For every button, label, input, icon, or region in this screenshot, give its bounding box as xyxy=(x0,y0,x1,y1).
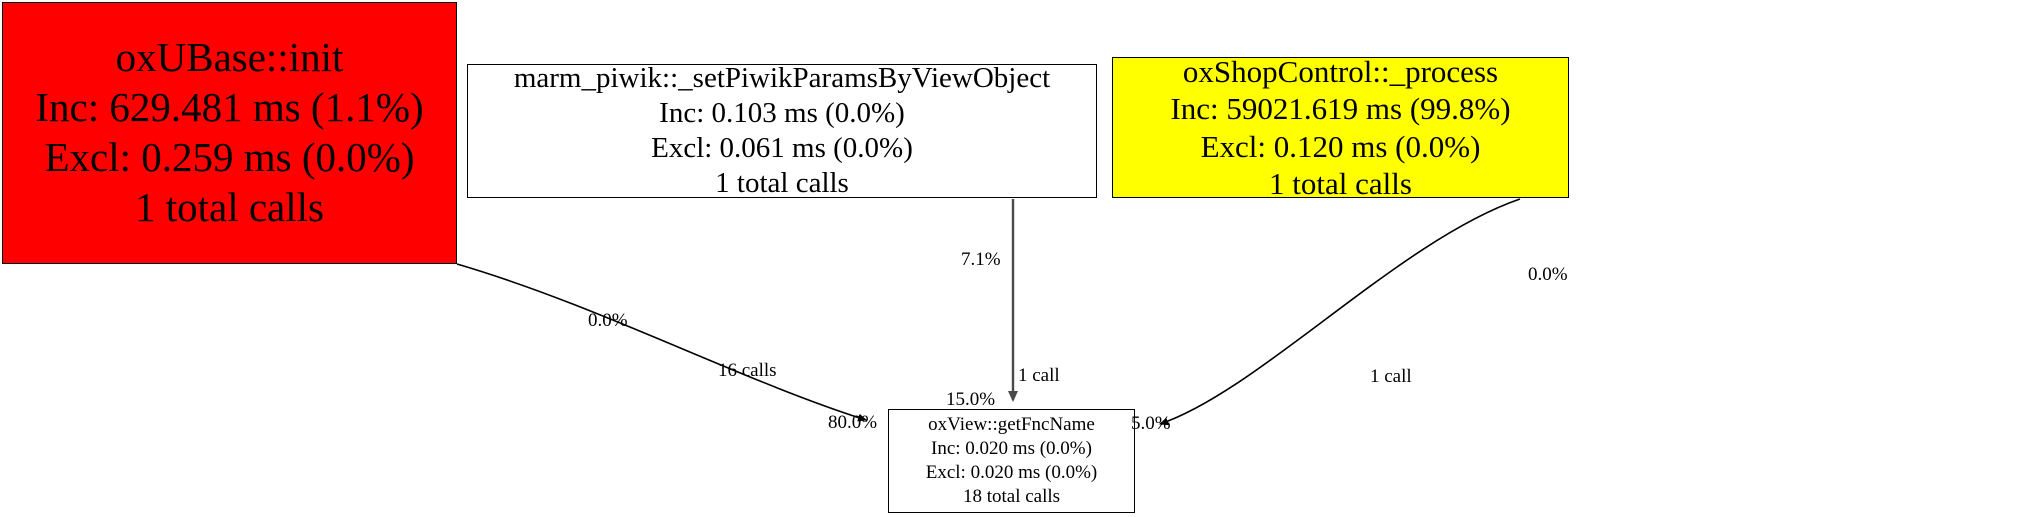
node-total-calls: 1 total calls xyxy=(1269,165,1412,201)
edge-label-source-percent-piwik: 7.1% xyxy=(961,249,1001,270)
node-inclusive-time: Inc: 629.481 ms (1.1%) xyxy=(35,83,424,130)
node-total-calls: 18 total calls xyxy=(962,486,1061,508)
node-inclusive-time: Inc: 0.103 ms (0.0%) xyxy=(659,96,905,129)
edge-label-call-count-init: 16 calls xyxy=(718,360,777,381)
edge-label-target-percent-piwik: 15.0% xyxy=(946,389,996,410)
edge-label-source-percent-shopcontrol: 0.0% xyxy=(1528,264,1568,285)
edge-label-target-percent-shopcontrol: 5.0% xyxy=(1131,413,1171,434)
edge-path-init-to-getfncname xyxy=(456,263,867,422)
node-marm-piwik-setpiwikparamsbyviewobject[interactable]: marm_piwik::_setPiwikParamsByViewObject … xyxy=(467,61,1097,200)
edge-path-shopcontrol-to-getfncname xyxy=(1159,198,1521,426)
node-inclusive-time: Inc: 59021.619 ms (99.8%) xyxy=(1170,91,1511,127)
edge-label-target-percent-init: 80.0% xyxy=(828,412,878,433)
node-title: oxShopControl::_process xyxy=(1182,54,1499,90)
node-exclusive-time: Excl: 0.020 ms (0.0%) xyxy=(925,462,1098,483)
node-total-calls: 1 total calls xyxy=(134,184,324,231)
node-inclusive-time: Inc: 0.020 ms (0.0%) xyxy=(931,437,1092,459)
node-title: marm_piwik::_setPiwikParamsByViewObject xyxy=(513,61,1051,94)
node-oxubase-init[interactable]: oxUBase::init Inc: 629.481 ms (1.1%) Exc… xyxy=(2,2,457,264)
node-exclusive-time: Excl: 0.061 ms (0.0%) xyxy=(651,132,913,164)
edge-label-source-percent-init: 0.0% xyxy=(588,310,628,331)
node-total-calls: 1 total calls xyxy=(715,167,849,200)
edge-label-call-count-shopcontrol: 1 call xyxy=(1370,366,1412,387)
node-exclusive-time: Excl: 0.120 ms (0.0%) xyxy=(1200,128,1481,164)
node-title: oxView::getFncName xyxy=(928,413,1095,435)
edge-label-call-count-piwik: 1 call xyxy=(1018,365,1060,386)
node-exclusive-time: Excl: 0.259 ms (0.0%) xyxy=(44,134,415,180)
node-title: oxUBase::init xyxy=(115,33,344,80)
node-oxshopcontrol-process[interactable]: oxShopControl::_process Inc: 59021.619 m… xyxy=(1112,54,1569,201)
node-oxview-getfncname[interactable]: oxView::getFncName Inc: 0.020 ms (0.0%) … xyxy=(888,409,1135,513)
